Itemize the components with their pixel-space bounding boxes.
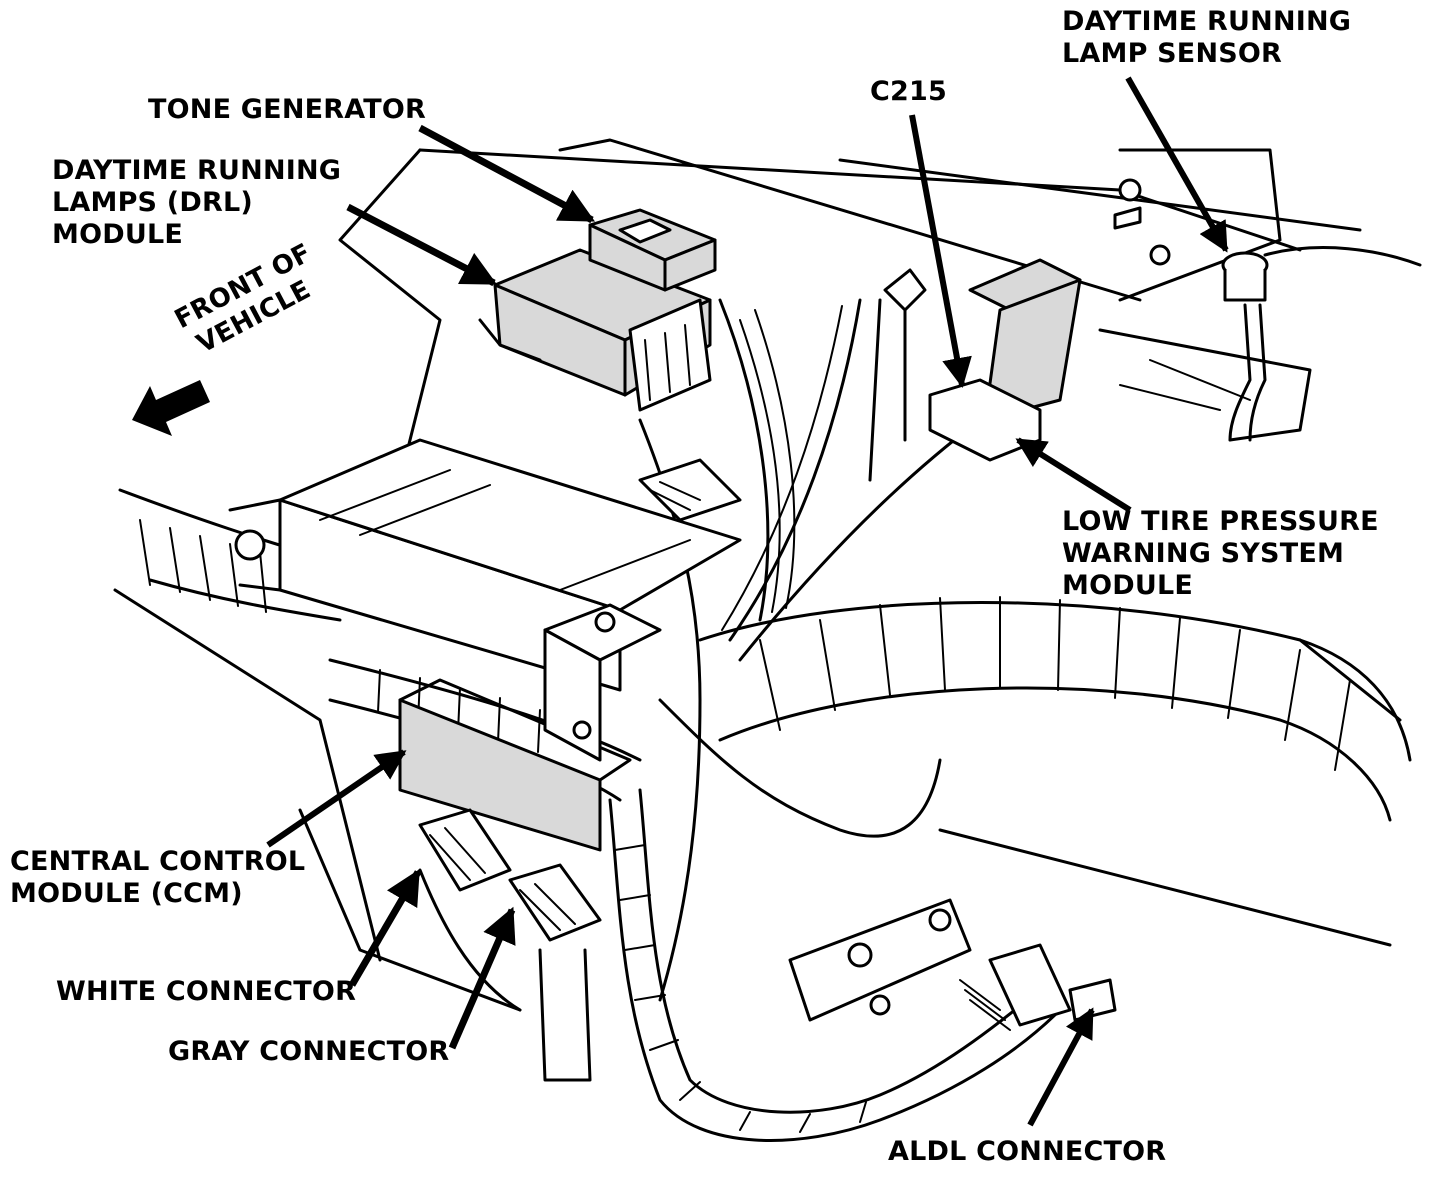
label-drl-module-line1: DAYTIME RUNNING — [52, 155, 342, 186]
label-drl-sensor-line1: DAYTIME RUNNING — [1062, 6, 1352, 37]
label-ccm: CENTRAL CONTROL MODULE (CCM) — [10, 846, 305, 910]
arrow-drl-sensor — [1125, 76, 1229, 253]
label-gray-connector: GRAY CONNECTOR — [168, 1036, 449, 1068]
label-aldl-connector: ALDL CONNECTOR — [888, 1136, 1166, 1168]
label-tone-generator-text: TONE GENERATOR — [148, 94, 427, 125]
label-c215: C215 — [870, 76, 947, 108]
label-c215-text: C215 — [870, 76, 947, 107]
arrow-ccm — [266, 749, 407, 848]
ccm-housing — [228, 438, 742, 852]
front-of-vehicle-arrow — [132, 380, 210, 436]
label-white-connector: WHITE CONNECTOR — [56, 976, 356, 1008]
label-drl-sensor: DAYTIME RUNNING LAMP SENSOR — [1062, 6, 1351, 70]
label-ccm-line2: MODULE (CCM) — [10, 878, 243, 909]
dash-structure — [113, 138, 1402, 1012]
drl-sensor-unit — [1113, 178, 1422, 442]
label-drl-sensor-line2: LAMP SENSOR — [1062, 38, 1283, 69]
label-gray-connector-text: GRAY CONNECTOR — [168, 1036, 450, 1067]
label-low-tire-line1: LOW TIRE PRESSURE — [1062, 506, 1379, 537]
aldl-assembly — [788, 898, 1117, 1031]
tone-generator-box — [588, 208, 717, 292]
leader-arrows — [132, 76, 1229, 1127]
label-low-tire-line3: MODULE — [1062, 570, 1194, 601]
label-ccm-line1: CENTRAL CONTROL — [10, 846, 306, 877]
label-drl-module-line3: MODULE — [52, 219, 184, 250]
mount-bracket — [543, 603, 662, 762]
label-low-tire-line2: WARNING SYSTEM — [1062, 538, 1345, 569]
label-drl-module: DAYTIME RUNNING LAMPS (DRL) MODULE — [52, 155, 341, 251]
wire-harness — [118, 298, 1412, 1142]
ccm-connectors — [418, 808, 602, 1082]
arrow-aldl-connector — [1027, 1007, 1095, 1127]
label-white-connector-text: WHITE CONNECTOR — [56, 976, 357, 1007]
low-tire-module-box — [868, 258, 1082, 482]
label-aldl-connector-text: ALDL CONNECTOR — [888, 1136, 1167, 1167]
arrow-gray-connector — [448, 906, 516, 1050]
arrow-drl-module — [346, 203, 498, 287]
arrow-white-connector — [348, 868, 422, 987]
arrow-tone-generator — [418, 124, 596, 224]
arrow-c215 — [909, 114, 972, 388]
drl-connectors — [628, 298, 742, 522]
label-drl-module-line2: LAMPS (DRL) — [52, 187, 253, 218]
arrow-low-tire — [1015, 437, 1132, 513]
label-tone-generator: TONE GENERATOR — [148, 94, 426, 126]
label-low-tire: LOW TIRE PRESSURE WARNING SYSTEM MODULE — [1062, 506, 1379, 602]
